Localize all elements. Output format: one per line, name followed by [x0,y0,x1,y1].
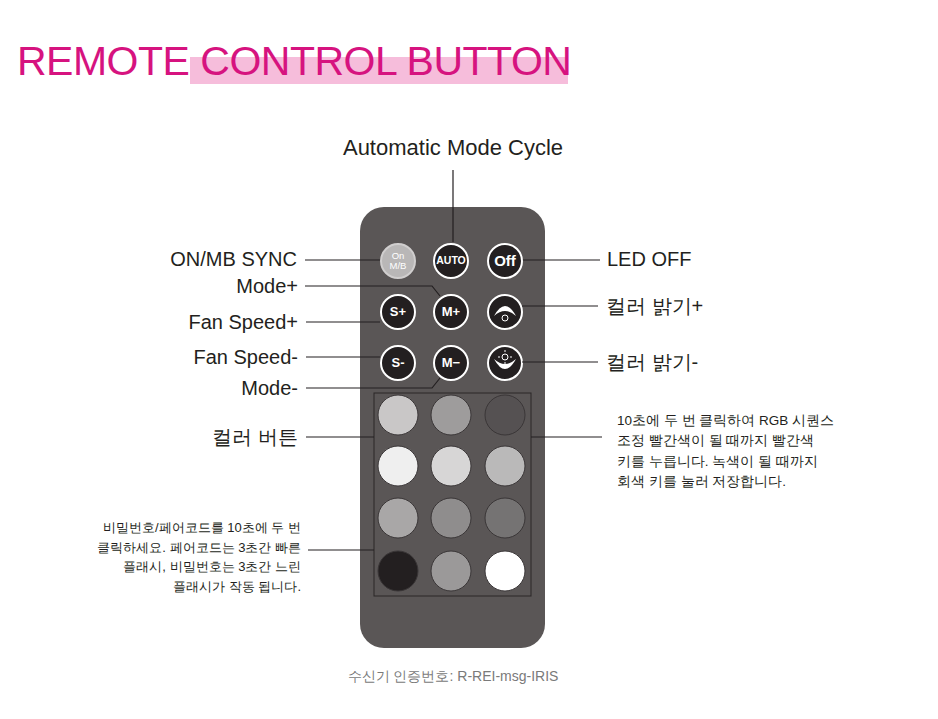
brightness-down-button [488,346,522,380]
label-box: Mode- [241,376,298,400]
remote-button: M+ [433,294,469,330]
remote-button: S+ [380,294,416,330]
callout-label: ON/MB SYNC [170,247,297,271]
remote-button: S- [380,345,416,381]
label-box: 10초에 두 번 클릭하여 RGB 시퀀스 조정 빨간색이 될 때까지 빨간색 … [617,411,842,492]
caption: 수신기 인증번호: R-REI-msg-IRIS [348,668,559,686]
callout-label: Fan Speed+ [188,310,298,334]
callout-label: Automatic Mode Cycle [343,135,563,161]
label-box: 컬러 밝기- [606,350,698,374]
remote-button: AUTO [433,243,469,279]
leader-lines [305,170,602,550]
button-label: S- [392,356,405,370]
remote-button: On M/B [380,243,416,279]
label-box: Mode+ [236,274,298,298]
label-box: 컬러 밝기+ [606,294,703,318]
remote-button: M− [433,345,469,381]
button-label: M− [442,356,460,370]
color-grid-frame [374,393,531,596]
button-label: On M/B [387,251,409,271]
title-box: REMOTE CONTROL BUTTON [17,38,571,85]
button-label: S+ [390,305,406,319]
callout-label: Mode- [241,376,298,400]
button-label: Off [494,253,516,269]
title: REMOTE CONTROL BUTTON [17,38,571,85]
callout-label: Mode+ [236,274,298,298]
callout-label: 컬러 밝기+ [606,294,703,318]
label-box: Automatic Mode Cycle [343,135,563,161]
remote-body [360,207,545,648]
remote-button: Off [487,243,523,279]
callout-label: Fan Speed- [193,345,298,369]
callout-label: 컬러 밝기- [606,350,698,374]
label-box: Fan Speed+ [188,310,298,334]
brightness-up-button [488,295,522,329]
label-box: Fan Speed- [193,345,298,369]
callout-label: LED OFF [607,247,691,271]
caption-box: 수신기 인증번호: R-REI-msg-IRIS [348,668,559,686]
callout-label: 컬러 버튼 [212,425,298,449]
color-buttons [378,395,525,591]
note-text: 비밀번호/페어코드를 10초에 두 번 클릭하세요. 페어코드는 3초간 빠른 … [91,518,301,596]
label-box: LED OFF [607,247,691,271]
label-box: ON/MB SYNC [170,247,297,271]
button-label: M+ [442,305,460,319]
label-box: 비밀번호/페어코드를 10초에 두 번 클릭하세요. 페어코드는 3초간 빠른 … [91,518,301,596]
label-box: 컬러 버튼 [212,425,298,449]
note-text: 10초에 두 번 클릭하여 RGB 시퀀스 조정 빨간색이 될 때까지 빨간색 … [617,411,842,492]
button-label: AUTO [436,255,466,266]
